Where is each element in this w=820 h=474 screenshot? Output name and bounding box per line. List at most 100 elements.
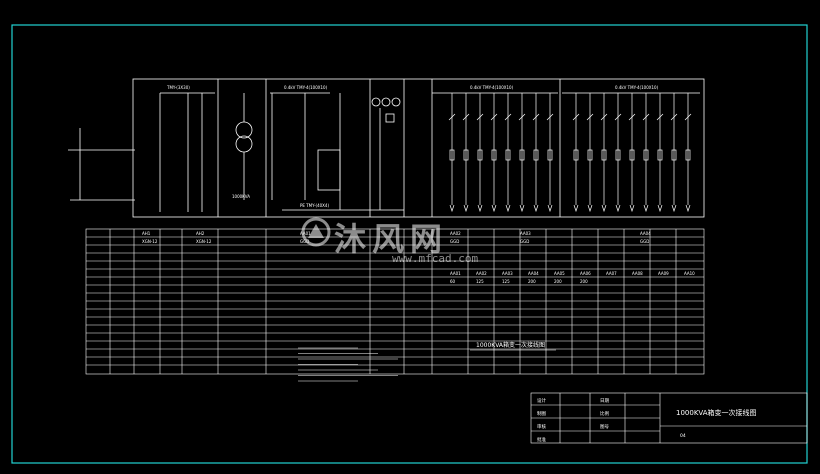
feeder-arrow [629, 204, 635, 213]
breaker-symbol [656, 113, 664, 121]
ct-symbol [463, 149, 469, 161]
panel-model: GGD [450, 239, 459, 244]
ct-symbol [685, 149, 691, 161]
breaker-symbol [546, 113, 554, 121]
breaker-symbol [628, 113, 636, 121]
panel-label: AA03 [520, 231, 531, 236]
breaker-symbol [670, 113, 678, 121]
feeder-arrow [615, 204, 621, 213]
breaker-symbol [572, 113, 580, 121]
breaker-symbol [684, 113, 692, 121]
breaker-symbol [462, 113, 470, 121]
title-block-label: 比例 [600, 410, 609, 417]
feeder-arrow [671, 204, 677, 213]
feeder-arrow [573, 204, 579, 213]
ct-symbol [547, 149, 553, 161]
circuit-number: AA07 [606, 271, 617, 276]
circuit-current: 200 [580, 279, 588, 284]
breaker-symbol [448, 113, 456, 121]
breaker-symbol [614, 113, 622, 121]
panel-table [85, 228, 705, 375]
sheet-title: 1000KVA箱变一次接线图 [676, 408, 757, 417]
title-block-label: 制图 [537, 410, 546, 417]
breaker-symbol [518, 113, 526, 121]
breaker-symbol [532, 113, 540, 121]
title-block-label: 批准 [537, 436, 546, 443]
circuit-current: 200 [528, 279, 536, 284]
title-block [530, 392, 808, 444]
feeder-arrow [587, 204, 593, 213]
title-block-label: 日期 [600, 398, 609, 404]
circuit-number: AA10 [684, 271, 695, 276]
circuit-current: 60 [450, 279, 456, 284]
breaker-symbol [490, 113, 498, 121]
ct-symbol [491, 149, 497, 161]
circuit-number: AA09 [658, 271, 669, 276]
circuit-current: 125 [476, 279, 484, 284]
busbar-hv-label: TMY-(3X30) [166, 85, 190, 90]
ct-symbol [587, 149, 593, 161]
feeder-arrow [533, 204, 539, 213]
ct-symbol [449, 149, 455, 161]
ct-symbol [601, 149, 607, 161]
title-block-label: 设计 [537, 397, 546, 404]
ct-symbol [643, 149, 649, 161]
feeder-arrow [657, 204, 663, 213]
ct-symbol [629, 149, 635, 161]
circuit-number: AA03 [502, 271, 513, 276]
feeder-arrow [463, 204, 469, 213]
breaker-symbol [586, 113, 594, 121]
ct-symbol [533, 149, 539, 161]
panel-label: AH2 [196, 231, 205, 236]
breaker-symbol [504, 113, 512, 121]
ct-symbol [477, 149, 483, 161]
sheet-number: 04 [680, 433, 686, 439]
breaker-symbol [476, 113, 484, 121]
feeder-arrow [519, 204, 525, 213]
circuit-number: AA04 [528, 271, 539, 276]
feeder-arrow [601, 204, 607, 213]
circuit-number: AA05 [554, 271, 565, 276]
panel-label: AA04 [640, 231, 651, 236]
panel-label: AA01 [300, 231, 311, 236]
circuit-number: AA01 [450, 271, 461, 276]
feeder-arrow [547, 204, 553, 213]
circuit-number: AA06 [580, 271, 591, 276]
circuit-current: 125 [502, 279, 510, 284]
ct-symbol [615, 149, 621, 161]
panel-label: AA02 [450, 231, 461, 236]
busbar-lv-right-label: 0.4kV TMY-4(100X10) [615, 85, 659, 90]
schematic [68, 78, 705, 218]
panel-model: XGN-12 [196, 239, 212, 244]
panel-model: GGD [640, 239, 649, 244]
circuit-number: AA08 [632, 271, 643, 276]
panel-label: AH1 [142, 231, 151, 236]
feeder-arrow [505, 204, 511, 213]
ct-symbol [519, 149, 525, 161]
busbar-pe-label: PE TMY-(40X4) [300, 203, 329, 208]
transformer-rating: 1000KVA [232, 194, 250, 199]
circuit-current: 200 [554, 279, 562, 284]
notes [298, 347, 398, 382]
ct-symbol [505, 149, 511, 161]
busbar-transformer-label: 0.4kV TMY-4(100X10) [284, 85, 328, 90]
title-block-label: 图号 [600, 424, 609, 430]
breaker-symbol [642, 113, 650, 121]
busbar-lv-left-label: 0.4kV TMY-4(100X10) [470, 85, 514, 90]
ct-symbol [573, 149, 579, 161]
feeder-arrow [491, 204, 497, 213]
feeder-arrow [685, 204, 691, 213]
outer-frame [11, 24, 808, 464]
schematic-box [132, 78, 705, 218]
breaker-symbol [600, 113, 608, 121]
feeder-arrow [643, 204, 649, 213]
title-block-label: 审核 [537, 423, 546, 430]
circuit-number: AA02 [476, 271, 487, 276]
feeder-arrow [477, 204, 483, 213]
feeder-arrow [449, 204, 455, 213]
schematic-title: 1000KVA箱变一次接线图 [476, 341, 545, 349]
panel-model: XGN-12 [142, 239, 158, 244]
